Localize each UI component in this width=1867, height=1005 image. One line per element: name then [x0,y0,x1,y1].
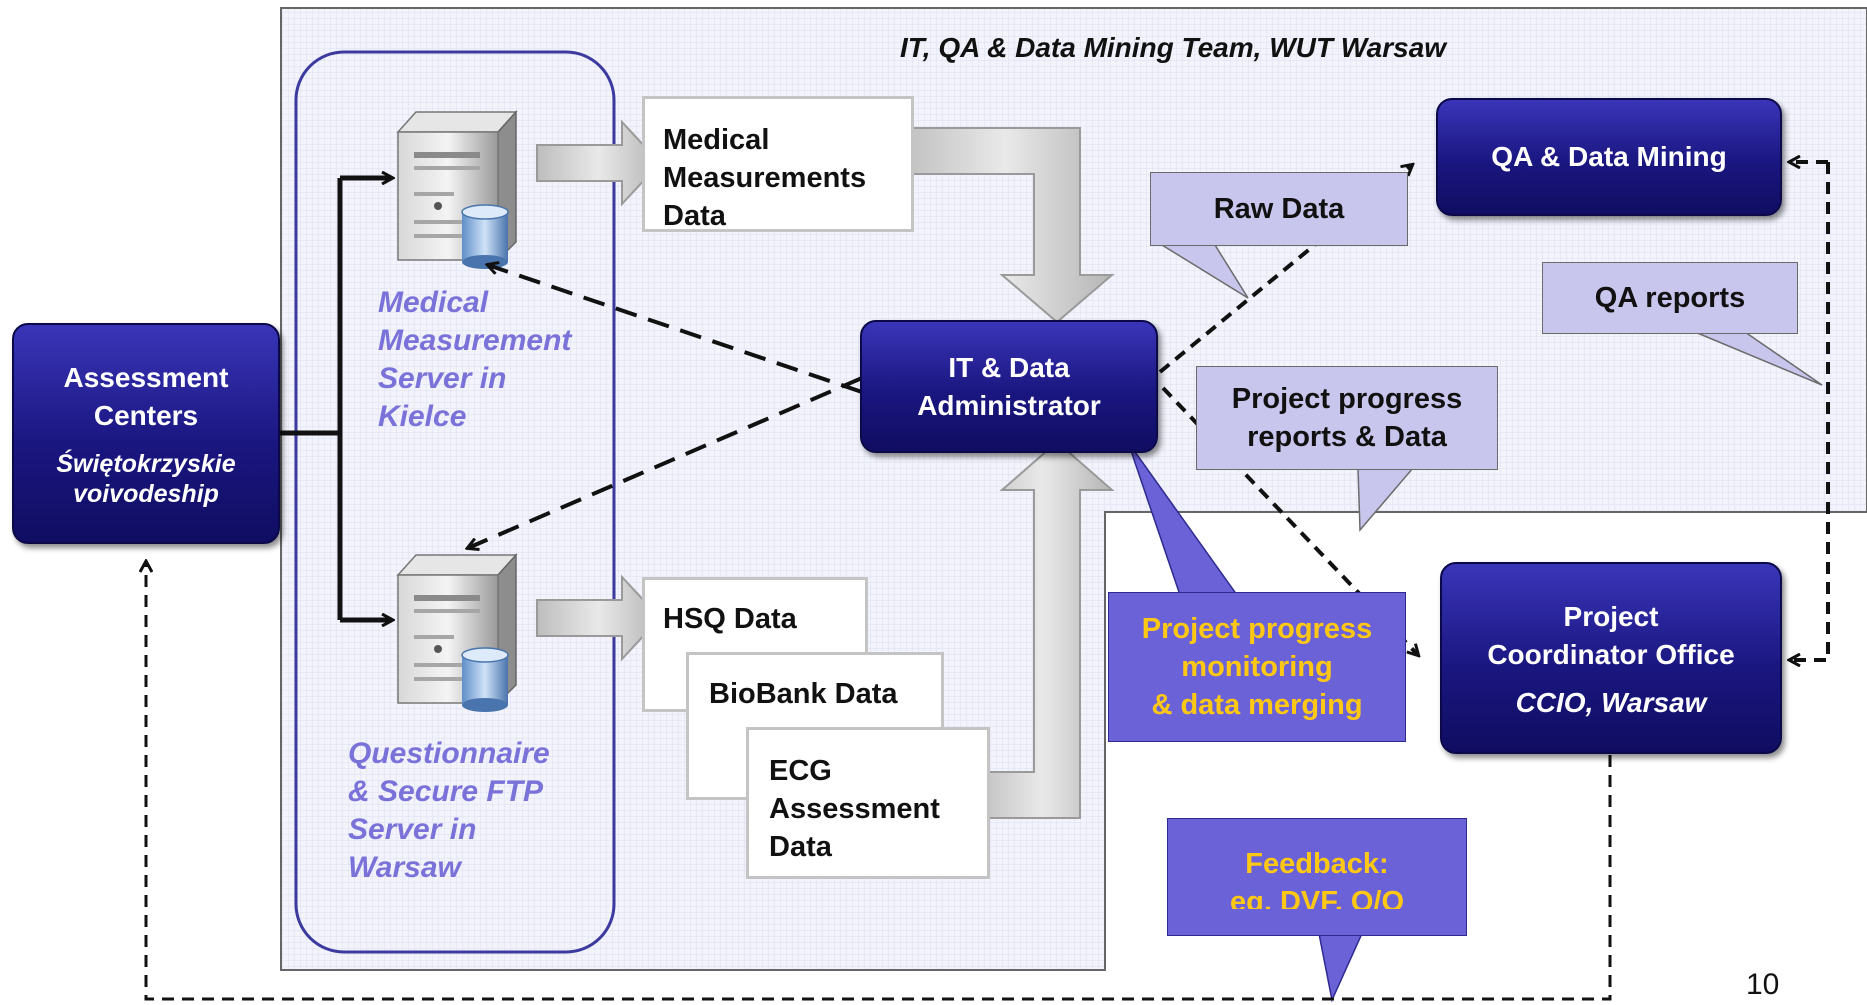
server-kielce-label-2: Measurement [378,324,572,357]
feedback-callout: Feedback: eg. DVF, Q/Q [1167,818,1467,936]
project-progress-callout: Project progress reports & Data [1196,366,1498,470]
server-kielce-label: Medical Measurement Server in Kielce [378,284,608,436]
assessment-centers-sub-2: voivodeship [73,479,219,508]
feedback-loop-dashed [146,562,1612,1001]
server-warsaw-icon [396,553,518,712]
qa-data-mining-label: QA & Data Mining [1491,141,1727,172]
assessment-centers-title-2: Centers [93,399,199,431]
servers-group-box [294,50,616,954]
qa-data-mining-node[interactable]: QA & Data Mining [1436,98,1782,216]
assessment-connector-tree [276,178,392,620]
raw-data-label: Raw Data [1213,193,1345,225]
hsq-data-label: HSQ Data [663,603,797,635]
ecg-data-line-1: ECG [769,755,832,787]
server-warsaw-label-1: Questionnaire [348,737,550,770]
page-number: 10 [1746,968,1780,1001]
project-progress-line-2: reports & Data [1247,421,1447,453]
medical-data-line-2: Measurements [663,162,867,194]
server-kielce-label-1: Medical [378,286,489,319]
gray-arrow-ecg-data-to-it-admin [971,440,1115,819]
gray-arrow-server-to-medical-data [536,119,662,207]
gray-arrow-medical-data-to-it-admin [897,127,1115,324]
feedback-line-2: eg. DVF, Q/Q [1229,886,1405,909]
medical-measurements-data-doc[interactable]: Medical Measurements Data [642,96,914,232]
coordinator-line-2: Coordinator Office [1487,639,1735,670]
monitoring-line-1: Project progress [1141,613,1373,645]
qa-reports-label: QA reports [1594,282,1746,314]
qa-reports-callout: QA reports [1542,262,1798,334]
ecg-assessment-data-doc[interactable]: ECG Assessment Data [746,727,990,879]
server-kielce-label-3: Server in [378,362,507,395]
server-warsaw-label-4: Warsaw [348,851,461,884]
medical-data-line-3: Data [663,200,726,232]
assessment-centers-title-1: Assessment [63,361,229,393]
coordinator-line-1: Project [1563,601,1659,632]
gray-arrow-server-to-hsq-data [536,574,662,662]
feedback-line-1: Feedback: [1245,848,1389,880]
monitoring-callout: Project progress monitoring & data mergi… [1108,592,1406,742]
it-admin-line-2: Administrator [917,389,1101,421]
dashed-arrows-it-servers [468,265,863,548]
project-coordinator-office-node[interactable]: Project Coordinator Office CCIO, Warsaw [1440,562,1782,754]
coordinator-sub: CCIO, Warsaw [1515,687,1707,718]
raw-data-callout: Raw Data [1150,172,1408,246]
it-admin-line-1: IT & Data [948,351,1070,383]
biobank-data-label: BioBank Data [709,678,898,710]
monitoring-line-3: & data merging [1151,689,1363,721]
project-progress-line-1: Project progress [1231,383,1463,415]
server-warsaw-label-3: Server in [348,813,477,846]
medical-data-line-1: Medical [663,124,770,156]
team-label: IT, QA & Data Mining Team, WUT Warsaw [900,32,1447,63]
server-kielce-label-4: Kielce [378,400,467,433]
ecg-data-line-2: Assessment [769,793,940,825]
it-data-administrator-node[interactable]: IT & Data Administrator [860,320,1158,453]
server-warsaw-label: Questionnaire & Secure FTP Server in War… [348,735,598,887]
monitoring-line-2: monitoring [1181,651,1333,683]
ecg-data-line-3: Data [769,831,832,863]
assessment-centers-node[interactable]: Assessment Centers Świętokrzyskie voivod… [12,323,280,544]
server-warsaw-label-2: & Secure FTP [348,775,544,808]
server-kielce-icon [396,110,518,269]
assessment-centers-sub-1: Świętokrzyskie [56,449,236,478]
